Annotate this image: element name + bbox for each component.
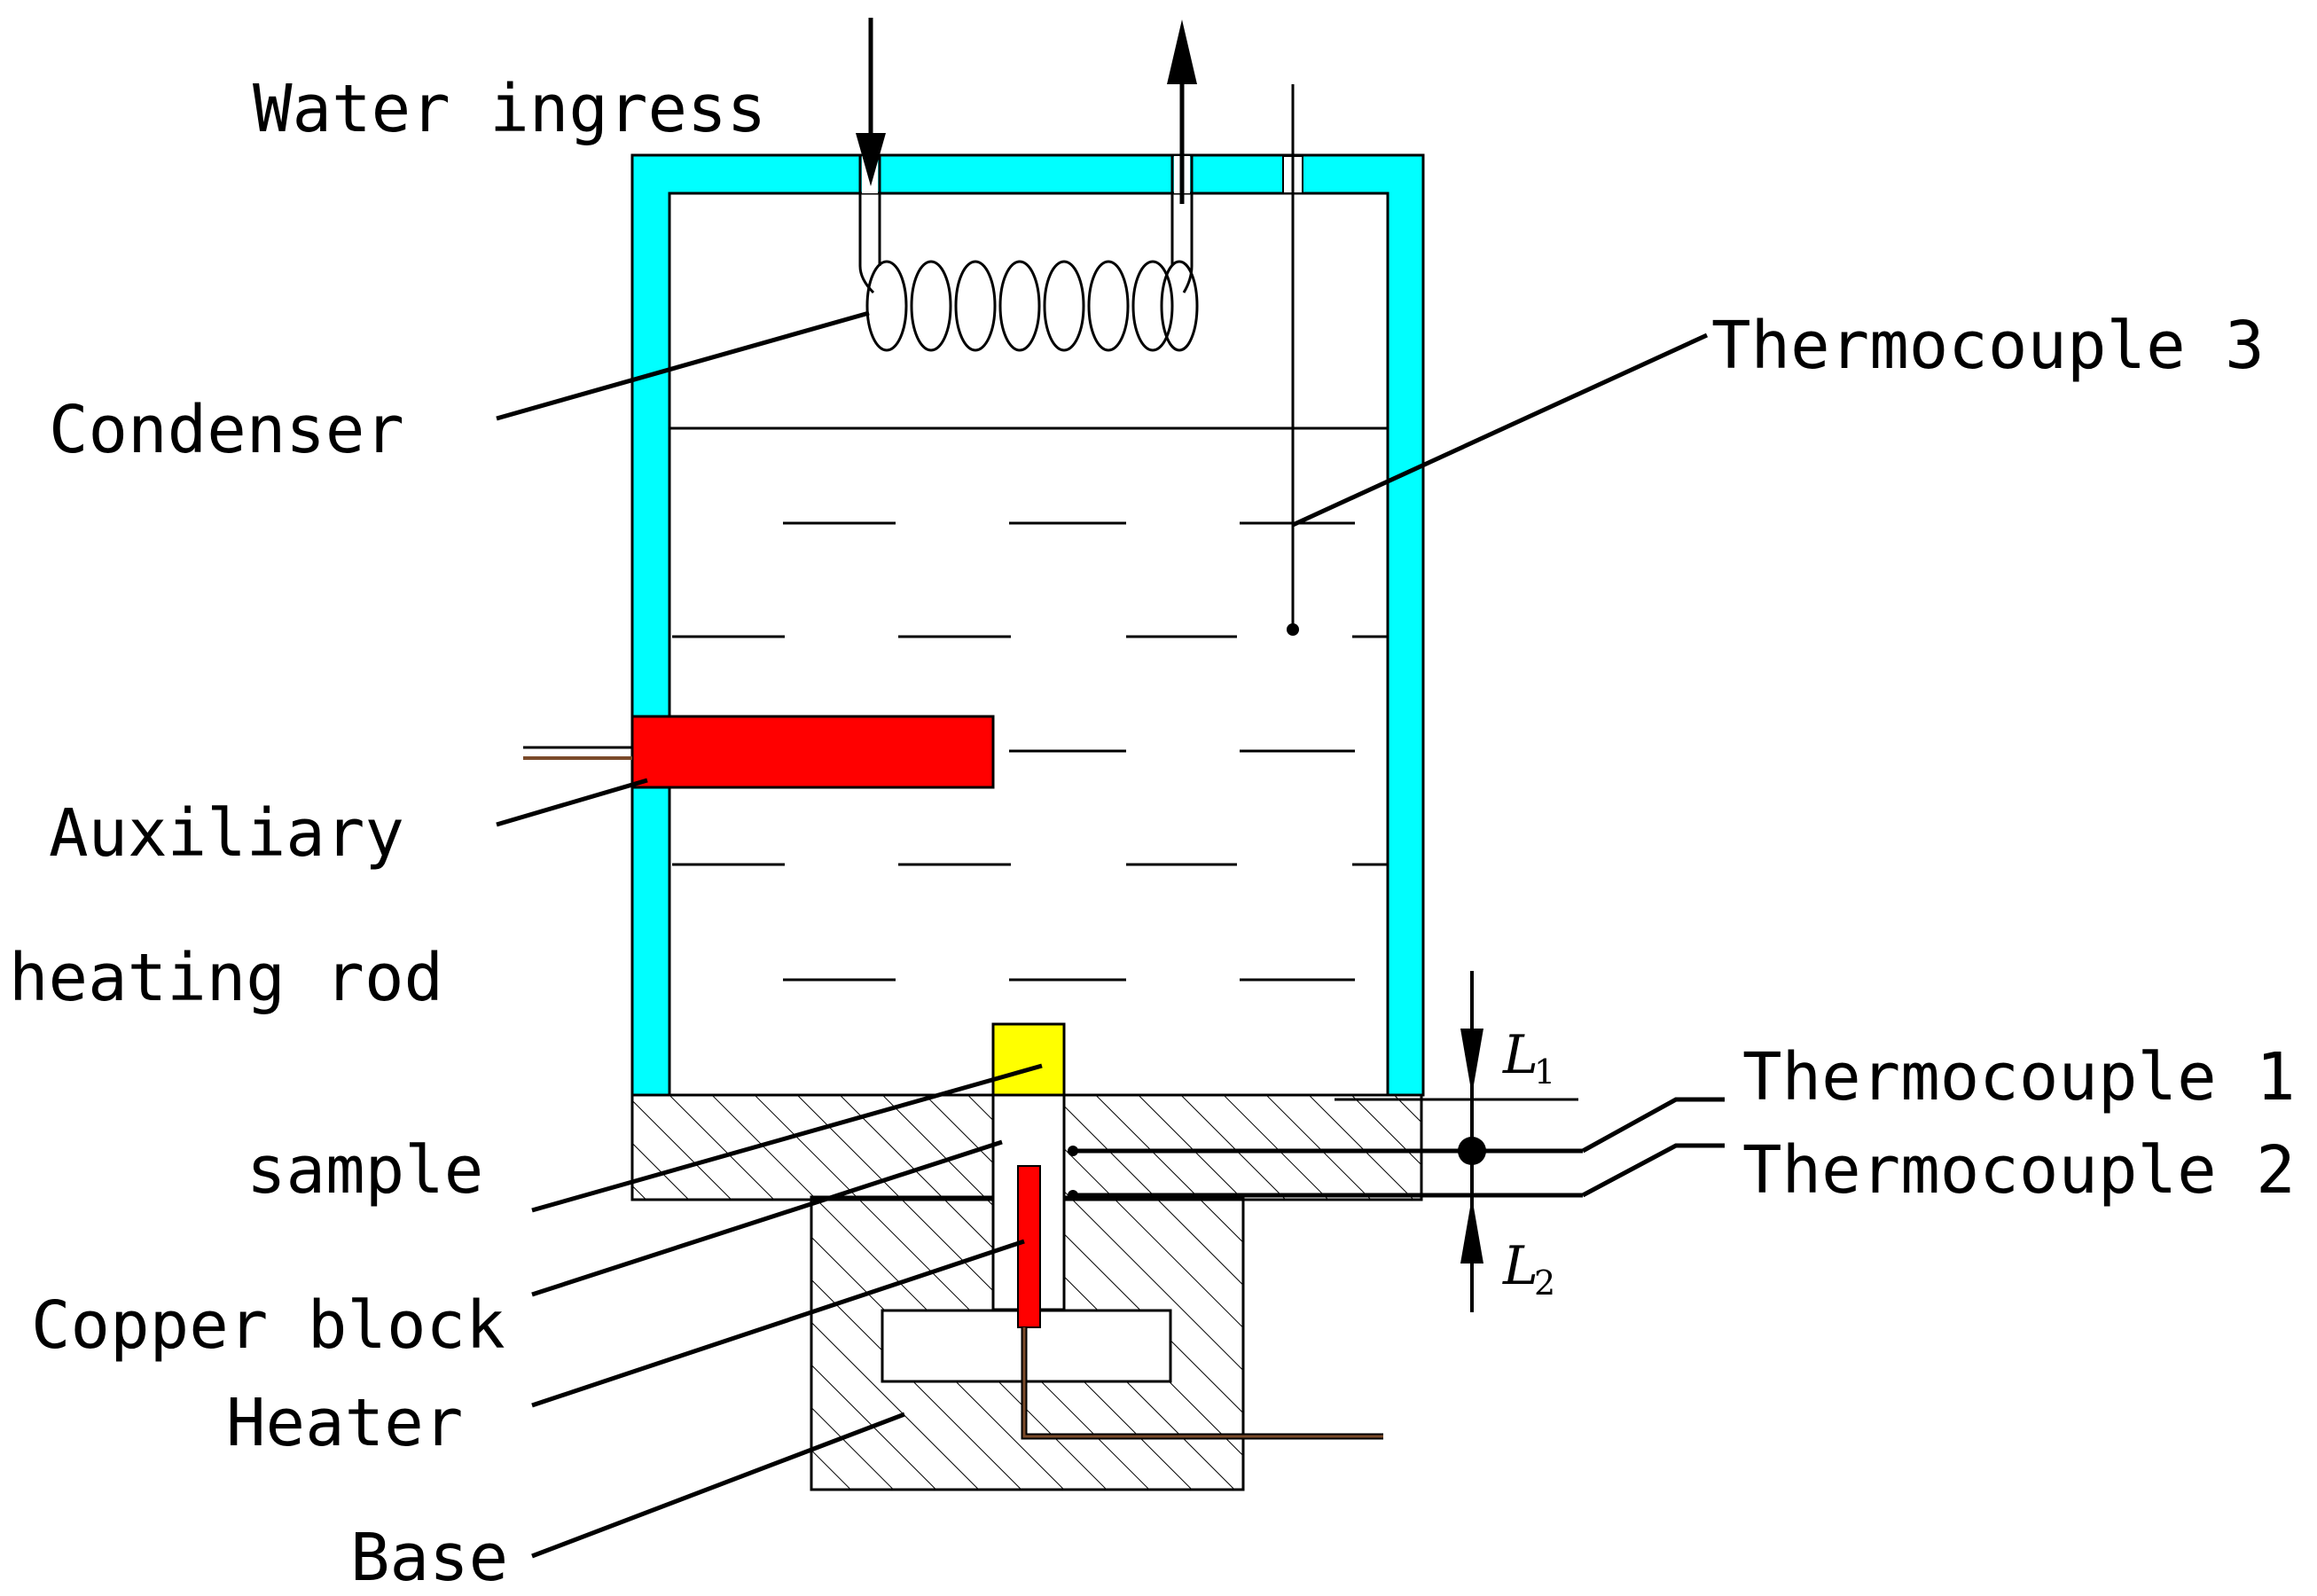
l2-symbol: L <box>1502 1235 1538 1297</box>
thermocouple-3-label: Thermocouple 3 <box>1711 308 2265 384</box>
water-outlet-arrow <box>1167 20 1197 204</box>
auxiliary-label-line2: heating rod <box>9 940 443 1016</box>
dimension-markers <box>1335 971 1578 1312</box>
l2-subscript: 2 <box>1534 1264 1555 1303</box>
l1-subscript: 1 <box>1534 1052 1555 1091</box>
heater-element <box>1017 1165 1041 1328</box>
condenser-label: Condenser <box>49 392 404 468</box>
thermocouple-3-probe <box>1282 84 1303 636</box>
water-ingress-label: Water ingress <box>253 71 766 147</box>
thermocouple-1-wire <box>1068 1146 1583 1156</box>
thermocouple-1-label: Thermocouple 1 <box>1742 1039 2296 1115</box>
water-inlet-arrow <box>856 18 886 186</box>
auxiliary-heating-rod <box>630 715 995 789</box>
condenser-coil <box>858 160 1199 352</box>
leader-lines <box>496 310 1725 1559</box>
heater-label: Heater <box>226 1385 463 1461</box>
auxiliary-label-line1: Auxiliary <box>49 795 404 872</box>
thermocouple-2-label: Thermocouple 2 <box>1742 1132 2296 1209</box>
l1-symbol: L <box>1502 1024 1538 1086</box>
base-label: Base <box>350 1520 508 1596</box>
sample-block <box>991 1022 1066 1097</box>
vessel-wall <box>630 153 1425 1097</box>
copper-block-label: Copper block <box>31 1287 505 1364</box>
sample-label: sample <box>247 1132 483 1209</box>
thermocouple-2-wire <box>1068 1190 1583 1201</box>
